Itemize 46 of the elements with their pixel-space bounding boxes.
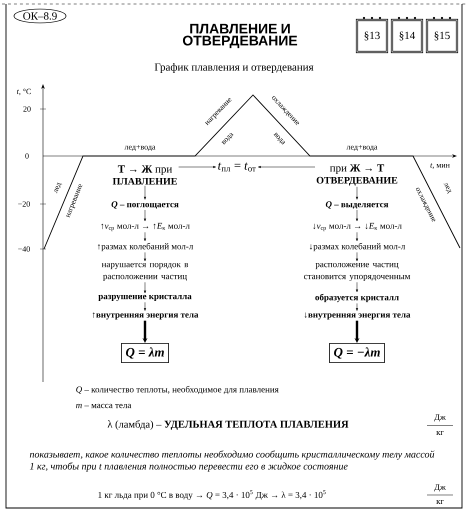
- unit-text: кг: [436, 431, 444, 435]
- definition-text: Q – количество теплоты, необходимое для плавления: [76, 386, 279, 394]
- process-heading: при Ж → Т ОТВЕРДЕВАНИЕ: [316, 164, 398, 186]
- process-step: ↓размах колебаний мол-л: [310, 242, 406, 252]
- title: ПЛАВЛЕНИЕ И ОТВЕРДЕВАНИЕ: [182, 24, 298, 48]
- process-step: расположение частиц становится упорядоченным: [304, 262, 410, 282]
- arrow: [356, 210, 358, 222]
- process-step: ↑размах колебаний мол-л: [98, 242, 194, 252]
- process-step: нарушается порядок в расположении частиц: [102, 262, 188, 282]
- code-badge: ОК–8.9: [14, 8, 66, 24]
- definition-text: m – масса тела: [76, 404, 132, 408]
- definition-paragraph: показывает, какое количество теплоты необходимо сообщить кристаллическому телу массой 1 кг, чтобы при t плавления полностью перевести его в жидкое состояние: [30, 450, 434, 472]
- process-step: ↓внутренняя энергия тела: [304, 312, 410, 320]
- arrow: [356, 186, 358, 200]
- example-text: 1 кг льда при 0 °С в воду → Q = 3,4 · 10$^{5}$ Дж → λ = 3,4 · 10$^{5}$: [98, 490, 326, 500]
- section-card: §13: [356, 16, 388, 54]
- definition-text: λ (ламбда) – УДЕЛЬНАЯ ТЕПЛОТА ПЛАВЛЕНИЯ: [108, 420, 348, 430]
- arrow: [258, 166, 316, 168]
- arrow: [356, 252, 358, 262]
- section-card: §14: [390, 16, 424, 54]
- process-step: ↑внутренняя энергия тела: [92, 312, 198, 320]
- formula-box: Q = λm: [121, 343, 169, 363]
- arrow: [144, 252, 146, 262]
- section-card: §15: [426, 16, 458, 54]
- arrow: [356, 232, 358, 242]
- process-step: ↑v$_{ср}$ мол-л → ↑E$_{к}$ мол-л: [101, 222, 190, 232]
- temperature-equality: t$_{пл}$ = t$_{от}$: [218, 162, 256, 172]
- process-step: разрушение кристалла: [98, 294, 192, 302]
- arrow: [144, 186, 146, 200]
- process-heading: Т → Ж при ПЛАВЛЕНИЕ: [112, 165, 177, 185]
- arrow: [144, 282, 146, 294]
- arrow: [144, 210, 146, 222]
- unit-text: кг: [436, 500, 444, 504]
- process-step: ↓v$_{ср}$ мол-л → ↓E$_{к}$ мол-л: [313, 222, 402, 232]
- unit-text: Дж: [434, 414, 446, 422]
- subtitle: График плавления и отвердевания: [154, 63, 314, 73]
- arrow: [178, 166, 216, 168]
- formula-box: Q = −λm: [329, 343, 385, 363]
- process-step: Q – поглощается: [112, 201, 179, 209]
- arrow: [356, 282, 358, 292]
- unit-text: Дж: [434, 484, 446, 492]
- process-step: Q – выделяется: [326, 201, 388, 209]
- arrow: [356, 303, 358, 311]
- process-step: образуется кристалл: [315, 294, 399, 302]
- arrow: [144, 232, 146, 242]
- arrow: [144, 302, 146, 311]
